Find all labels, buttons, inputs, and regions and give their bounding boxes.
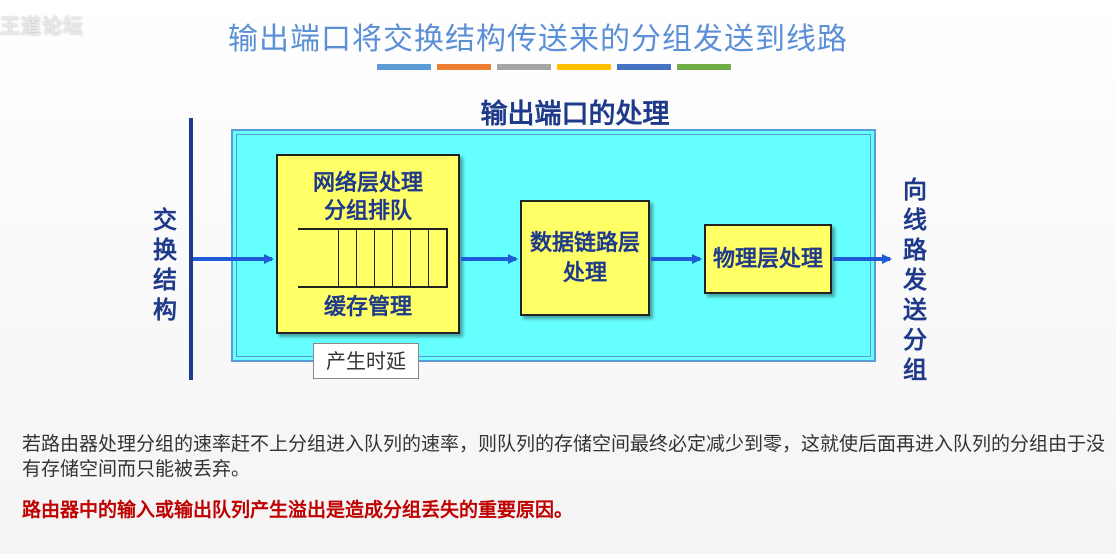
- physical-label: 物理层处理: [712, 247, 823, 272]
- title-underline-6: [677, 64, 731, 70]
- watermark: 王道论坛: [0, 14, 84, 38]
- packet-queue-label: 分组排队: [323, 199, 412, 224]
- switch-fabric-label: 交 换 结 构: [153, 206, 177, 324]
- section-title: 输出端口的处理: [480, 99, 670, 130]
- datalink-label-2: 处理: [562, 261, 607, 286]
- explanation-paragraph: 若路由器处理分组的速率赶不上分组进入队列的速率，则队列的存储空间最终必定减少到零…: [22, 433, 1106, 480]
- packet-queue: [298, 228, 448, 288]
- buffer-management-label: 缓存管理: [323, 295, 412, 320]
- title-underline-5: [617, 64, 671, 70]
- network-layer-label: 网络层处理: [312, 171, 423, 196]
- title-underline-2: [437, 64, 491, 70]
- switch-fabric-bar: [189, 118, 193, 380]
- datalink-label-1: 数据链路层: [529, 231, 640, 256]
- delay-label: 产生时延: [313, 343, 419, 379]
- title-underline-1: [377, 64, 431, 70]
- page-title: 输出端口将交换结构传送来的分组发送到线路: [228, 22, 848, 57]
- conclusion-text: 路由器中的输入或输出队列产生溢出是造成分组丢失的重要原因。: [22, 499, 574, 521]
- title-underline-4: [557, 64, 611, 70]
- physical-layer-box: 物理层处理: [704, 224, 832, 294]
- to-line-label: 向 线 路 发 送 分 组: [903, 176, 927, 384]
- title-underline-3: [497, 64, 551, 70]
- datalink-layer-box: 数据链路层 处理: [520, 200, 650, 316]
- network-layer-box: 网络层处理 分组排队 缓存管理: [276, 154, 460, 334]
